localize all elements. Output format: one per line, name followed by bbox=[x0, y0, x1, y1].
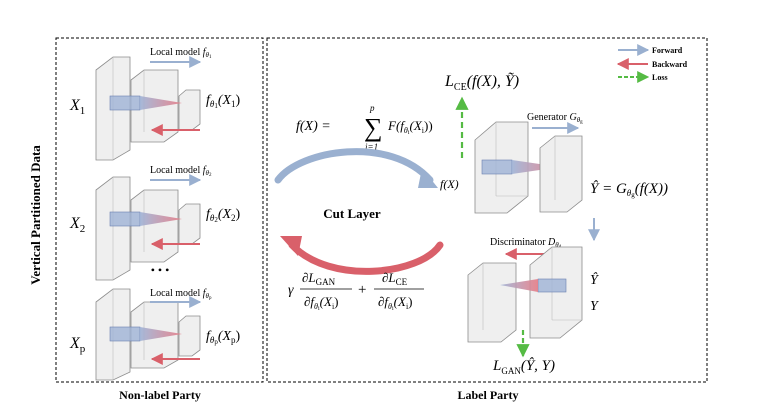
l-gan-expr: LGAN(Ŷ, Y) bbox=[492, 357, 555, 376]
discriminator-input-box bbox=[529, 246, 583, 339]
local-model-label: Local model fθ2 bbox=[150, 165, 212, 178]
legend-backward-label: Backward bbox=[652, 60, 688, 69]
feature-block bbox=[481, 159, 513, 175]
discriminator-output-box bbox=[467, 262, 517, 343]
grad-den1: ∂fθi(Xi) bbox=[304, 294, 339, 312]
y-label: Y bbox=[590, 299, 600, 314]
grad-num2: ∂LCE bbox=[382, 270, 408, 287]
input-var: Xp bbox=[69, 335, 86, 355]
local-model-block-p: Local model fθp Xp fθp(Xp) bbox=[69, 288, 241, 381]
generator-label: Generator Gθg bbox=[527, 112, 583, 125]
output-expr: fθp(Xp) bbox=[206, 329, 241, 346]
input-var: X2 bbox=[69, 215, 85, 235]
sum-term: F(fθi(Xi)) bbox=[387, 118, 433, 136]
non-label-party-caption: Non-label Party bbox=[119, 388, 201, 402]
layer-box bbox=[178, 315, 201, 357]
cone bbox=[140, 96, 182, 110]
legend: Forward Backward Loss bbox=[616, 44, 688, 83]
cone bbox=[512, 160, 560, 174]
output-expr: fθ2(X2) bbox=[206, 207, 241, 224]
cone bbox=[140, 327, 182, 341]
gradient-formula: γ ∂LGAN ∂fθi(Xi) + ∂LCE ∂fθi(Xi) bbox=[288, 270, 424, 312]
generator-output-box bbox=[539, 135, 583, 213]
legend-forward-label: Forward bbox=[652, 46, 683, 55]
backward-curve-head bbox=[280, 236, 302, 256]
feature-block bbox=[109, 211, 141, 227]
label-party-frame bbox=[266, 37, 708, 383]
local-model-block-1: Local model fθ1 X1 fθ1(X1) bbox=[69, 47, 241, 161]
ellipsis: • • • bbox=[151, 263, 170, 277]
cut-layer-label: Cut Layer bbox=[323, 206, 381, 221]
feature-block bbox=[537, 278, 567, 293]
grad-plus: + bbox=[358, 282, 366, 298]
layer-box bbox=[178, 89, 201, 131]
feature-block bbox=[109, 326, 141, 342]
sum-bottom: i=1 bbox=[365, 142, 378, 152]
cone bbox=[140, 212, 182, 226]
local-model-label: Local model fθp bbox=[150, 288, 212, 301]
grad-num1: ∂LGAN bbox=[302, 270, 336, 287]
forward-curve-arrow bbox=[274, 148, 434, 184]
side-label: Vertical Partitioned Data bbox=[28, 145, 43, 285]
fx-label: f(X) bbox=[440, 177, 459, 191]
sum-formula: f(X) = bbox=[296, 119, 331, 134]
l-ce-expr: LCE(f(X), Ỹ) bbox=[444, 72, 519, 93]
yhat-label: Ŷ bbox=[590, 271, 600, 288]
grad-den2: ∂fθi(Xi) bbox=[378, 294, 413, 312]
sum-top: p bbox=[369, 103, 375, 113]
grad-gamma: γ bbox=[288, 283, 294, 298]
yhat-equation: Ŷ = Gθg(f(X)) bbox=[590, 180, 668, 199]
feature-block bbox=[109, 95, 141, 111]
legend-loss-label: Loss bbox=[652, 73, 668, 82]
local-model-label: Local model fθ1 bbox=[150, 47, 212, 60]
layer-box bbox=[178, 203, 201, 245]
input-var: X1 bbox=[69, 97, 85, 117]
cone bbox=[500, 279, 538, 292]
output-expr: fθ1(X1) bbox=[206, 93, 241, 110]
sum-sigma: ∑ bbox=[364, 113, 383, 142]
label-party-caption: Label Party bbox=[458, 388, 519, 402]
forward-curve-head bbox=[418, 168, 438, 188]
local-model-block-2: Local model fθ2 X2 fθ2(X2) bbox=[69, 165, 241, 281]
non-label-party-frame bbox=[55, 37, 264, 383]
backward-curve-arrow bbox=[288, 241, 444, 275]
